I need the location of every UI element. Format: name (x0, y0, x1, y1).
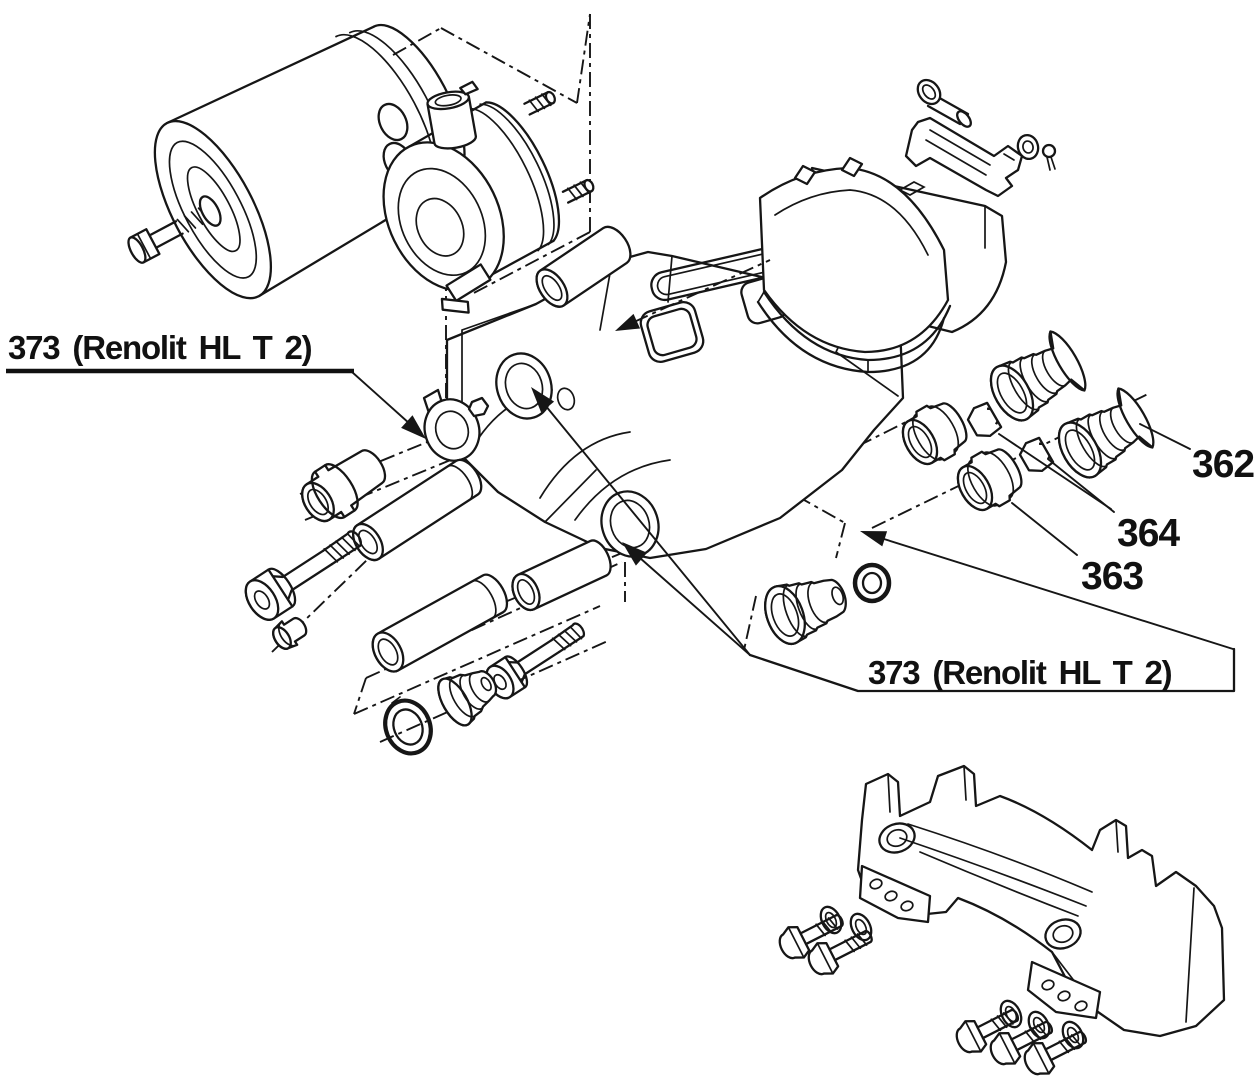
guide-pin-bolt2 (485, 622, 586, 700)
guide-bush-collared (301, 449, 387, 523)
leader-362 (1139, 423, 1191, 450)
leader-364-b (998, 433, 1112, 510)
boot-bellows-3 (764, 578, 847, 646)
banner-outline (748, 647, 1236, 693)
leader-pad-phantom (633, 259, 771, 323)
guide-pin-bolt (244, 530, 362, 621)
part-number-363: 363 (1081, 555, 1143, 598)
brake-pad-front (756, 156, 952, 374)
part-number-364: 364 (1117, 512, 1180, 555)
arrowhead (622, 542, 648, 566)
chamber-port (426, 80, 479, 150)
chamber-stud (561, 178, 595, 204)
cotter-pin (1041, 143, 1057, 171)
leader-arrows (351, 259, 1234, 656)
arrowhead (860, 531, 888, 547)
arrowhead (615, 313, 641, 331)
callout-grease-left: 373 (Renolit HL T 2) (6, 329, 354, 374)
part-number-362: 362 (1192, 443, 1254, 486)
guide-sleeve-long (352, 458, 483, 562)
boot-bellows-2 (1057, 387, 1155, 479)
cap-plug-small (272, 617, 308, 650)
arrowhead (531, 387, 555, 413)
guide-bush-1 (901, 402, 968, 466)
retainer-washer (1016, 133, 1040, 161)
grease-left-label: 373 (Renolit HL T 2) (8, 329, 312, 366)
callout-grease-banner: 373 (Renolit HL T 2) (748, 647, 1236, 693)
snap-ring (383, 696, 433, 756)
carrier-bolts (778, 905, 1088, 1076)
guide-sleeve-short (511, 539, 612, 612)
leader-banner-lower-bore (639, 557, 751, 656)
guide-sleeve-long2 (371, 573, 509, 673)
bellows-plug (437, 670, 498, 727)
pad-retainer-spring (904, 116, 1024, 198)
leader-banner-upper-bore (544, 404, 751, 656)
grease-banner-label: 373 (Renolit HL T 2) (868, 654, 1172, 691)
guide-sleeve-top (535, 225, 632, 308)
o-ring (852, 562, 892, 604)
chamber-stud (523, 90, 556, 116)
brake-carrier (856, 764, 1226, 1038)
leader-banner-boots (883, 538, 1234, 650)
arrowhead (401, 415, 426, 439)
boot-bellows-1 (989, 330, 1087, 422)
leader-grease-left (351, 371, 411, 425)
chamber-clamp (440, 263, 492, 314)
caliper-flange-boss (422, 388, 490, 462)
guide-bush-2 (956, 448, 1023, 512)
hex-cap-1 (966, 401, 1003, 438)
pad-retainer-pin (916, 78, 972, 128)
air-brake-chamber (127, 23, 595, 314)
leader-363 (1011, 502, 1078, 556)
